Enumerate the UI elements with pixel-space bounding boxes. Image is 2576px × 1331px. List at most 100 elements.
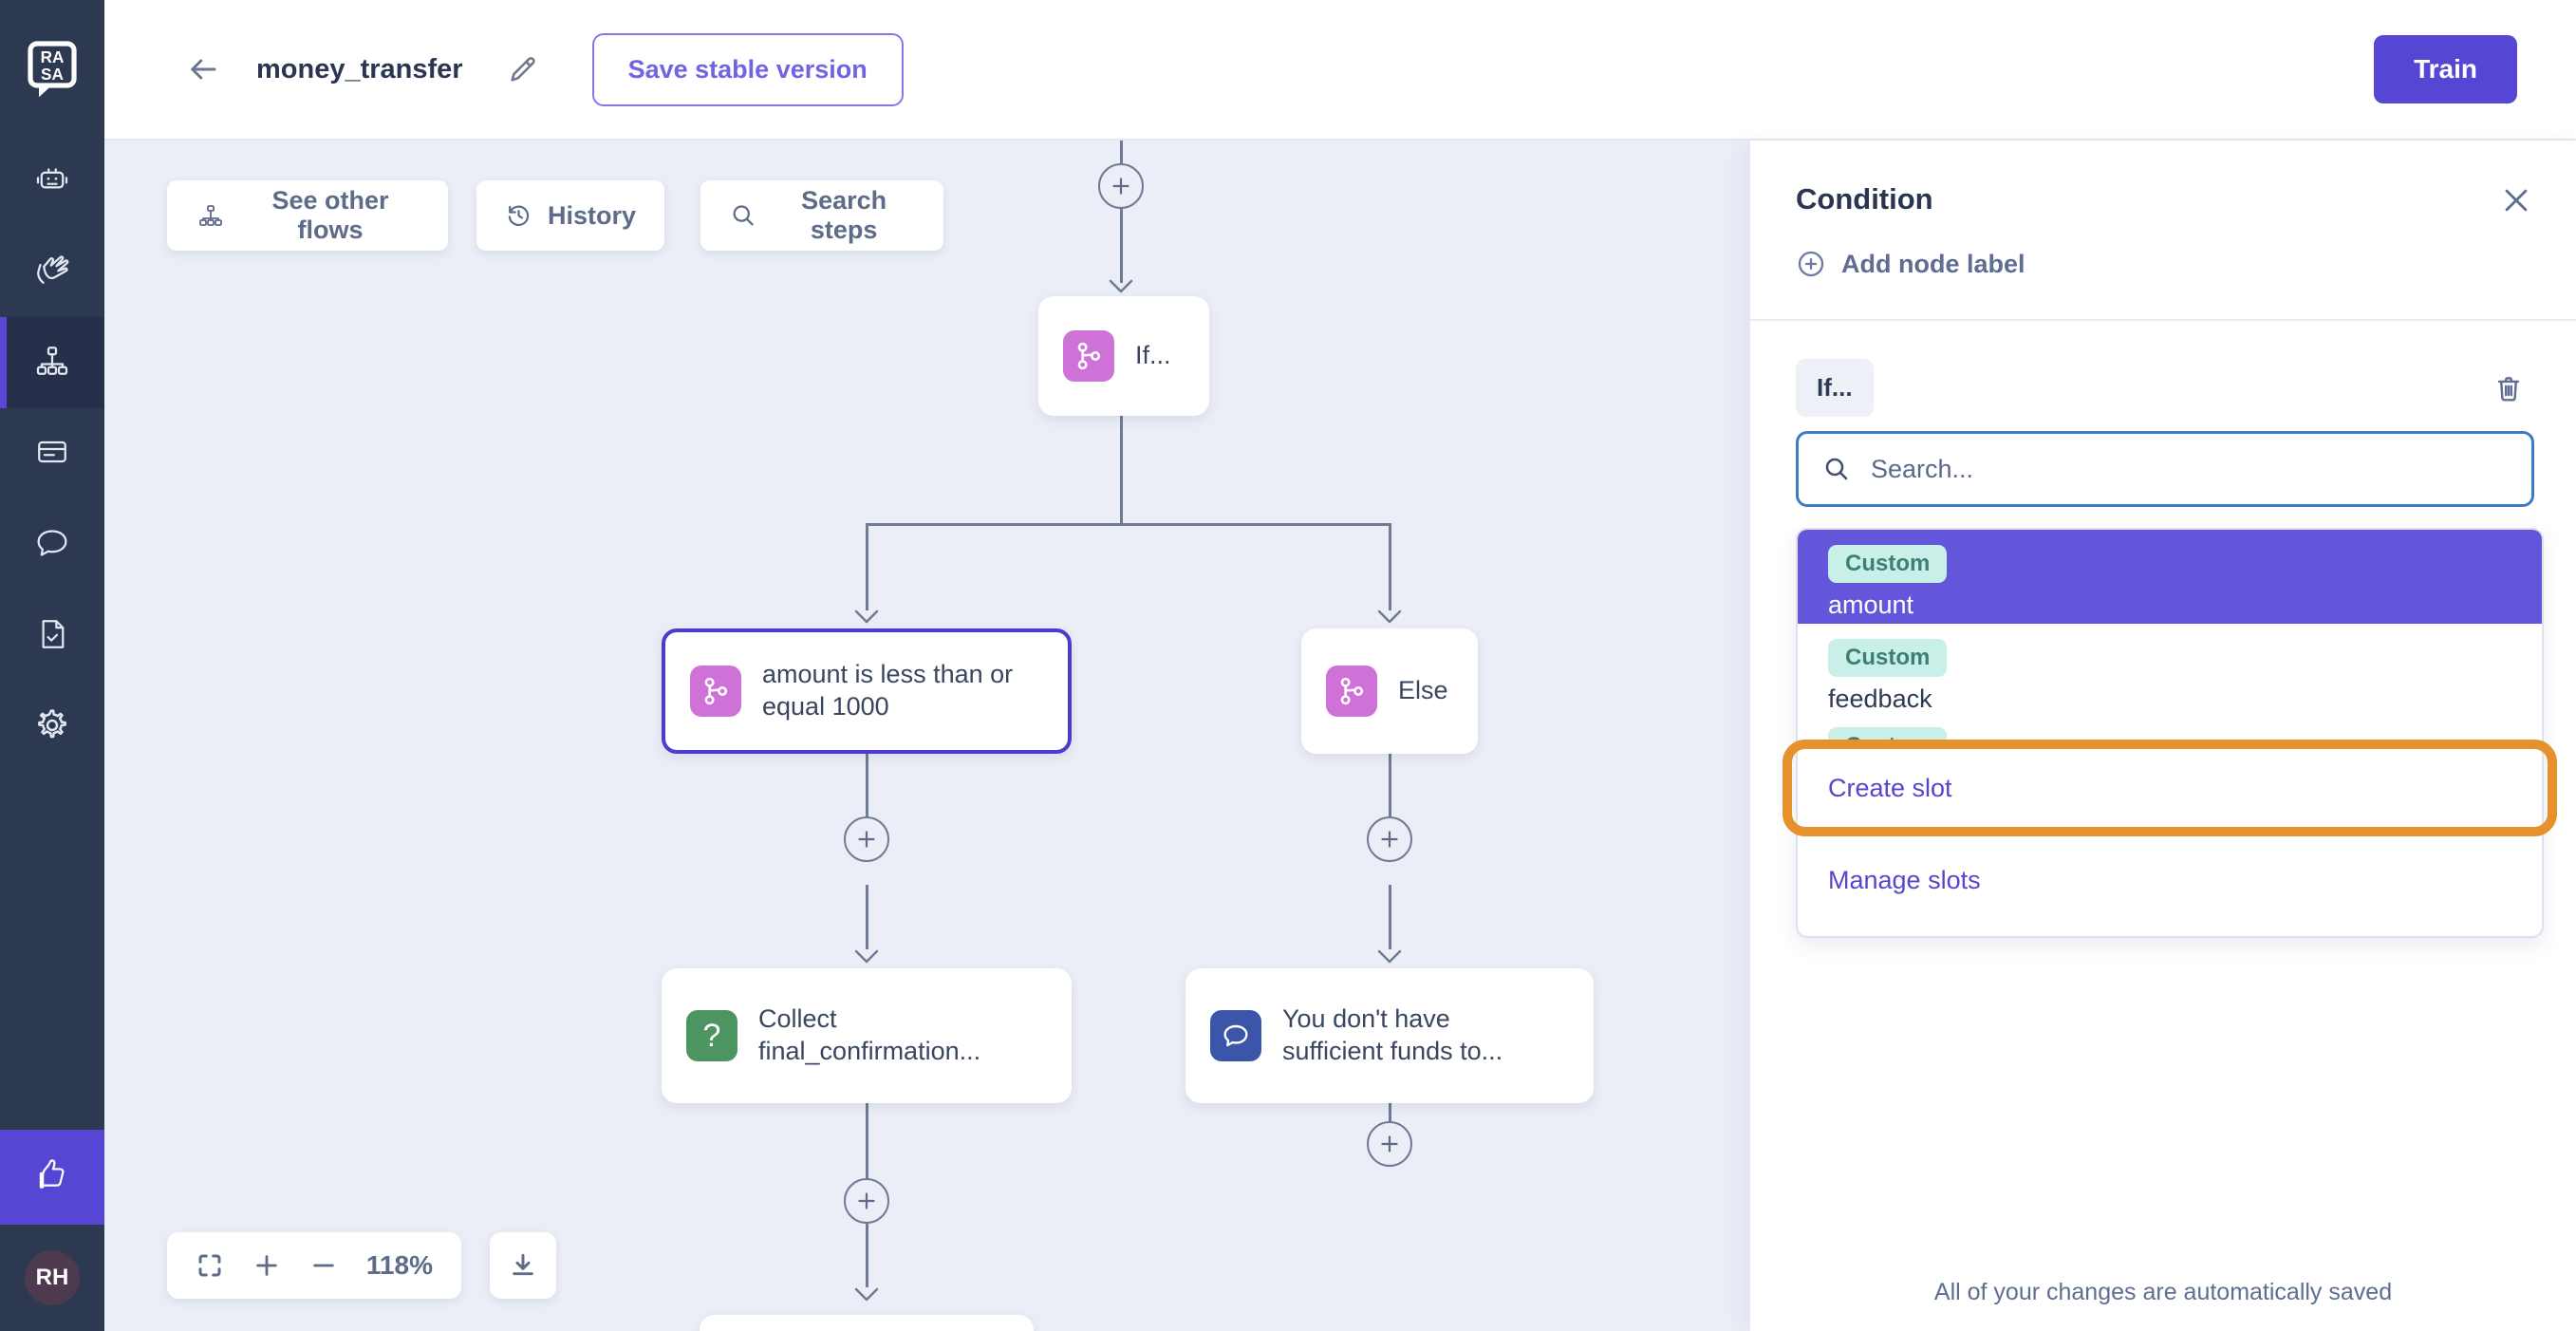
add-step-button[interactable] xyxy=(844,816,889,862)
custom-badge: Custom xyxy=(1828,727,1948,748)
zoom-level: 118% xyxy=(365,1250,433,1280)
sidebar-nav xyxy=(0,135,104,773)
slot-option-partial[interactable]: Custom xyxy=(1798,718,2542,748)
sidebar-item-flows[interactable] xyxy=(0,317,104,408)
sidebar-item-forms[interactable] xyxy=(0,408,104,499)
zoom-controls: 118% xyxy=(167,1232,461,1299)
custom-badge: Custom xyxy=(1828,545,1948,583)
chat-bubble-icon xyxy=(33,524,71,567)
plus-circle-icon xyxy=(1798,251,1824,277)
see-other-flows-label: See other flows xyxy=(271,186,389,244)
partial-node[interactable] xyxy=(700,1315,1034,1331)
plus-icon xyxy=(1112,178,1129,195)
train-button[interactable]: Train xyxy=(2374,35,2517,103)
document-check-icon xyxy=(33,615,71,658)
manage-slots-label: Manage slots xyxy=(1828,865,1981,894)
add-step-button[interactable] xyxy=(844,1178,889,1224)
if-node-label: If... xyxy=(1135,341,1171,370)
if-condition-chip[interactable]: If... xyxy=(1796,359,1874,417)
settings-gear-icon xyxy=(33,706,71,749)
else-node-label: Else xyxy=(1398,676,1448,705)
flow-canvas[interactable]: See other flows History Search step xyxy=(104,141,1748,1331)
connector-line xyxy=(1389,1103,1391,1121)
search-steps-label: Search steps xyxy=(801,186,887,244)
search-icon xyxy=(1825,458,1848,480)
trash-icon xyxy=(2497,377,2520,402)
svg-text:RA: RA xyxy=(41,47,65,66)
connector-line xyxy=(1389,885,1391,949)
plus-icon xyxy=(1381,831,1398,848)
add-node-label-button[interactable]: Add node label xyxy=(1796,249,2025,279)
collect-node-label: Collect final_confirmation... xyxy=(758,1004,981,1065)
download-flow-button[interactable] xyxy=(490,1232,556,1299)
if-node[interactable]: If... xyxy=(1038,296,1209,416)
zoom-in-button[interactable] xyxy=(253,1252,280,1279)
top-bar: money_transfer Save stable version Train xyxy=(104,0,2576,141)
plus-icon xyxy=(1381,1135,1398,1153)
flow-title: money_transfer xyxy=(256,53,463,84)
delete-condition-button[interactable] xyxy=(2492,372,2525,404)
collect-node[interactable]: ? Collect final_confirmation... xyxy=(662,968,1072,1103)
branch-icon xyxy=(690,666,741,717)
forms-card-icon xyxy=(33,433,71,476)
slot-option-name: amount xyxy=(1828,591,1914,619)
main-column: money_transfer Save stable version Train xyxy=(104,0,2576,1331)
flows-sitemap-icon xyxy=(33,342,71,384)
thumbs-up-icon xyxy=(32,1155,72,1200)
zoom-in-icon xyxy=(256,1255,278,1276)
pencil-icon xyxy=(510,57,535,82)
add-step-button[interactable] xyxy=(1367,1121,1412,1167)
sidebar-item-conversations[interactable] xyxy=(0,499,104,591)
zoom-out-button[interactable] xyxy=(310,1252,337,1279)
download-icon xyxy=(513,1253,533,1276)
slot-option-feedback[interactable]: Custom feedback xyxy=(1798,624,2542,718)
see-other-flows-button[interactable]: See other flows xyxy=(167,180,448,251)
feedback-button[interactable] xyxy=(0,1130,104,1225)
message-node-label: You don't have sufficient funds to... xyxy=(1282,1004,1503,1065)
connector-line xyxy=(866,754,868,816)
sidebar-item-settings[interactable] xyxy=(0,682,104,773)
manage-slots-option[interactable]: Manage slots xyxy=(1798,837,2542,923)
autosave-note: All of your changes are automatically sa… xyxy=(1933,1279,2393,1305)
rasa-logo-icon[interactable]: RA SA xyxy=(25,23,80,114)
sidebar-item-nlu[interactable] xyxy=(0,226,104,317)
panel-divider xyxy=(1750,319,2576,321)
arrowhead-icon xyxy=(1109,279,1133,299)
message-node[interactable]: You don't have sufficient funds to... xyxy=(1185,968,1594,1103)
condition-panel: Condition Add node label If... xyxy=(1748,141,2576,1331)
branch-icon xyxy=(1063,330,1114,382)
slot-option-amount[interactable]: Custom amount xyxy=(1798,530,2542,624)
edit-title-button[interactable] xyxy=(507,53,539,85)
robot-icon xyxy=(33,159,71,202)
arrowhead-icon xyxy=(1377,609,1402,629)
add-step-button[interactable] xyxy=(1367,816,1412,862)
back-button[interactable] xyxy=(186,52,220,86)
fullscreen-button[interactable] xyxy=(196,1251,224,1280)
condition-node-selected[interactable]: amount is less than or equal 1000 xyxy=(662,628,1072,754)
search-steps-button[interactable]: Search steps xyxy=(700,180,943,251)
add-node-label-text: Add node label xyxy=(1841,249,2025,278)
sidebar-item-evaluation[interactable] xyxy=(0,591,104,682)
add-step-button[interactable] xyxy=(1098,163,1144,209)
connector-line xyxy=(1120,209,1123,283)
close-panel-button[interactable] xyxy=(2500,184,2532,216)
slot-option-name: feedback xyxy=(1828,684,1932,713)
save-stable-version-button[interactable]: Save stable version xyxy=(591,32,904,106)
else-node[interactable]: Else xyxy=(1301,628,1478,754)
plus-icon xyxy=(858,1192,875,1209)
arrowhead-icon xyxy=(854,1287,879,1307)
sidebar-item-assistant[interactable] xyxy=(0,135,104,226)
avatar-block: RH xyxy=(0,1225,104,1331)
hand-wave-icon xyxy=(33,251,71,293)
connector-line xyxy=(1389,754,1391,816)
svg-text:SA: SA xyxy=(41,65,64,84)
history-label: History xyxy=(547,200,636,230)
create-slot-option[interactable]: Create slot xyxy=(1783,740,2557,836)
connector-line xyxy=(866,885,868,949)
user-avatar[interactable]: RH xyxy=(25,1250,80,1305)
connector-line xyxy=(866,523,1390,526)
connector-line xyxy=(866,523,868,610)
history-button[interactable]: History xyxy=(476,180,664,251)
slot-search-input[interactable] xyxy=(1871,454,2509,484)
